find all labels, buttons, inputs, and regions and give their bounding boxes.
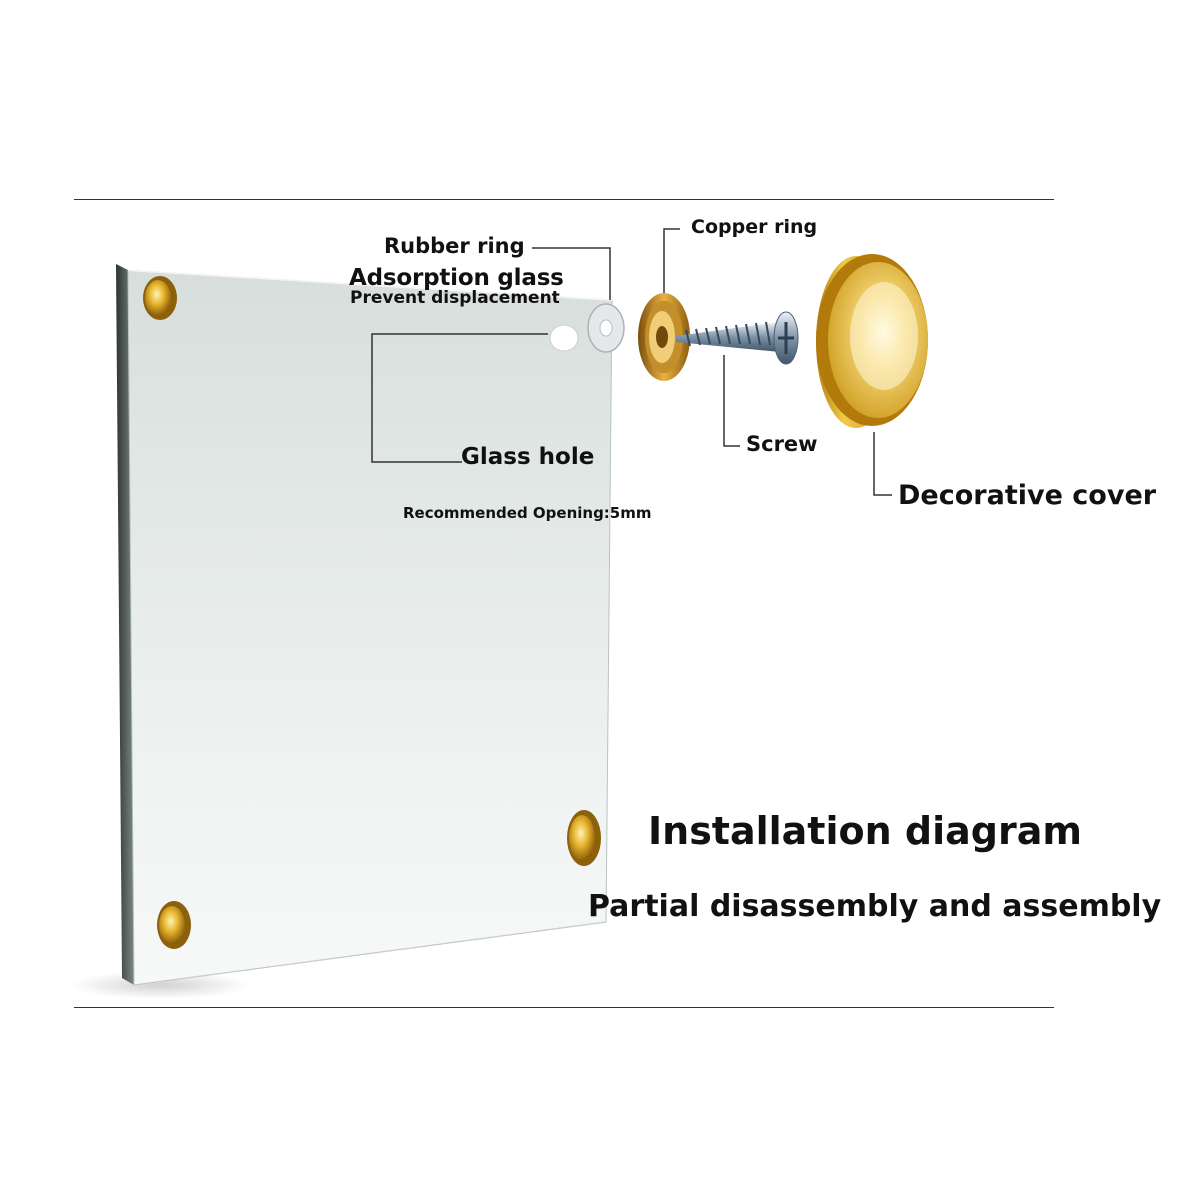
recommended-opening-label: Recommended Opening:5mm — [403, 504, 652, 522]
leader-lines — [371, 228, 892, 496]
adsorption-glass-label: Adsorption glass — [349, 265, 564, 291]
bottom-divider — [74, 1007, 1054, 1008]
gold-cap-icon — [143, 276, 177, 320]
screw-label: Screw — [746, 432, 818, 456]
gold-cap-icon — [157, 901, 191, 949]
glass-hole-label: Glass hole — [461, 444, 595, 470]
prevent-displacement-label: Prevent displacement — [350, 288, 560, 308]
diagram-subtitle: Partial disassembly and assembly — [588, 889, 1162, 924]
rubber-ring-label: Rubber ring — [384, 234, 525, 258]
copper-ring-icon — [638, 293, 690, 381]
screw-icon — [676, 311, 799, 365]
decorative-cover-label: Decorative cover — [898, 480, 1157, 511]
rubber-ring-icon — [587, 303, 625, 353]
diagram-title: Installation diagram — [648, 809, 1082, 853]
copper-ring-label: Copper ring — [691, 216, 818, 238]
decorative-cover-icon — [816, 254, 928, 428]
top-divider — [74, 199, 1054, 200]
glass-panel — [70, 264, 613, 999]
gold-cap-icon — [567, 810, 601, 866]
